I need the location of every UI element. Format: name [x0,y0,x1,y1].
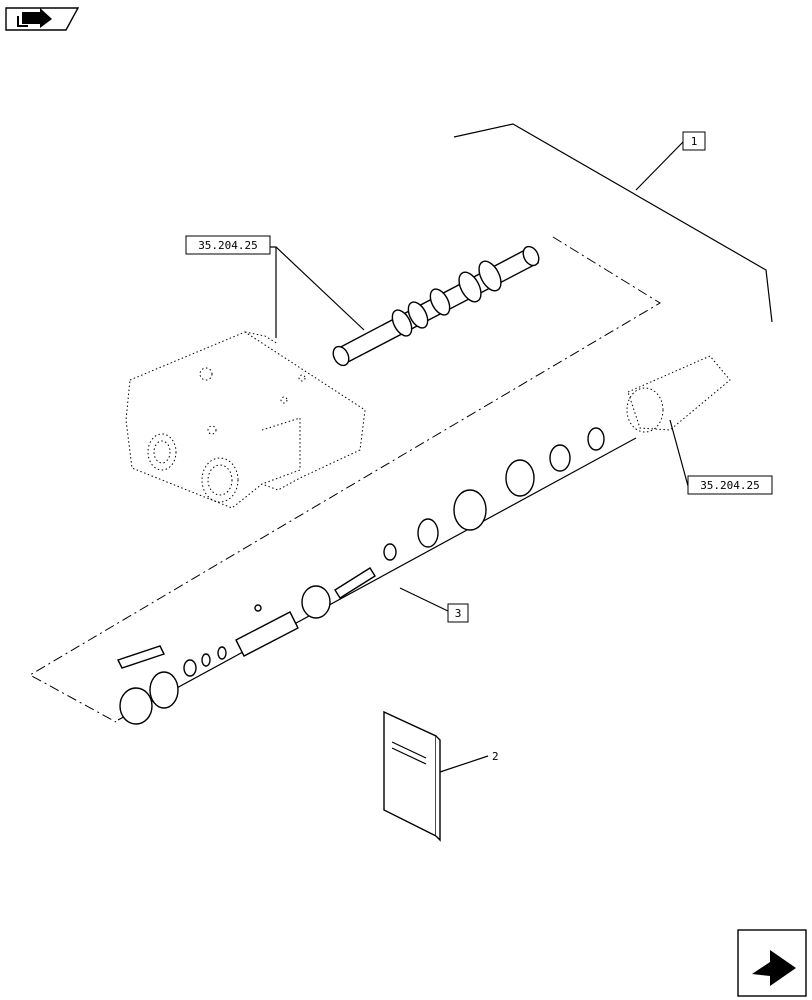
callout-3-label: 3 [455,607,462,620]
callout-1-label: 1 [691,135,698,148]
kit-boundary-dashdot [28,236,661,723]
spool-part [332,245,540,367]
valve-housing-dotted [125,331,366,509]
callout-3[interactable]: 3 [447,603,469,623]
cap-dotted [626,355,731,433]
next-page-arrow-icon[interactable] [737,929,807,997]
callout-cap-ref[interactable]: 35.204.25 [687,475,773,495]
callout-1[interactable]: 1 [682,131,706,151]
callout-2-label: 2 [492,750,499,763]
callout-spool-label: 35.204.25 [198,239,258,252]
callout-spool-ref[interactable]: 35.204.25 [185,235,271,255]
callout-cap-label: 35.204.25 [700,479,760,492]
booklet-part [383,710,441,842]
kit-parts [117,427,637,725]
book-arrow-icon[interactable] [5,7,80,31]
assembly-bracket [453,123,773,323]
